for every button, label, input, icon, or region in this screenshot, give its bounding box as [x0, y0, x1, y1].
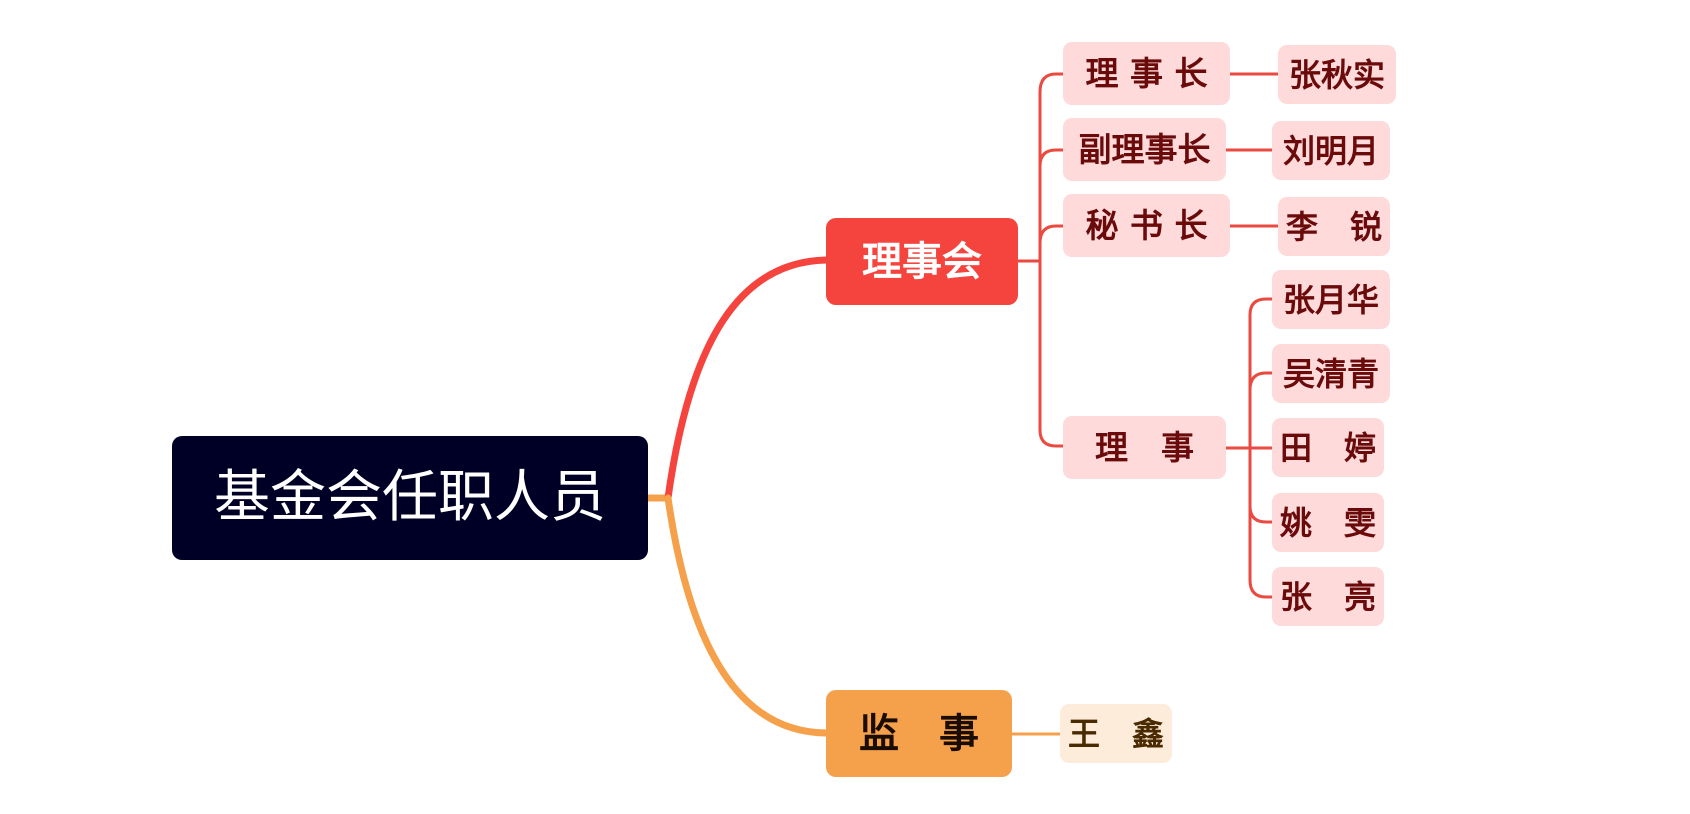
holder-secretary-general[interactable]: 李 锐: [1278, 197, 1390, 256]
director-member[interactable]: 张月华: [1272, 270, 1390, 329]
director-member[interactable]: 田 婷: [1272, 418, 1384, 477]
position-chairman[interactable]: 理 事 长: [1063, 42, 1230, 105]
supervisor-node[interactable]: 监 事: [826, 690, 1012, 777]
board-node[interactable]: 理事会: [826, 218, 1018, 305]
director-member[interactable]: 张 亮: [1272, 567, 1384, 626]
director-member[interactable]: 姚 雯: [1272, 493, 1384, 552]
position-directors[interactable]: 理 事: [1063, 416, 1226, 479]
board-position-spine: [1018, 72, 1063, 448]
position-secretary-general[interactable]: 秘 书 长: [1063, 194, 1230, 257]
director-member[interactable]: 吴清青: [1272, 344, 1390, 403]
supervisor-branch-connector: [664, 494, 830, 737]
holder-chairman[interactable]: 张秋实: [1278, 45, 1396, 104]
supervisor-person[interactable]: 王 鑫: [1060, 704, 1172, 763]
holder-vice-chairman[interactable]: 刘明月: [1272, 121, 1390, 180]
root-node[interactable]: 基金会任职人员: [172, 436, 648, 560]
board-branch-connector: [664, 256, 830, 502]
directors-member-spine: [1226, 297, 1272, 599]
position-vice-chairman[interactable]: 副理事长: [1063, 118, 1226, 181]
